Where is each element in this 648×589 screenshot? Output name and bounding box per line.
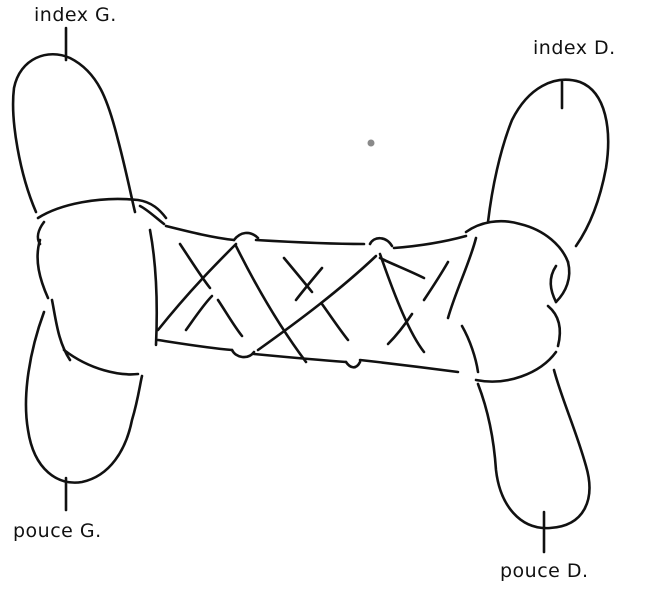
left-thumb [26,312,142,510]
label-thumb-right: pouce D. [500,560,589,582]
label-index-left: index G. [34,4,117,26]
label-thumb-left: pouce G. [13,520,102,542]
label-index-right: index D. [533,37,616,59]
left-hand-palm [38,199,166,374]
left-index-finger [13,28,135,212]
stray-dot [368,140,375,147]
right-thumb [478,370,589,552]
string-crossings [158,244,448,362]
string-bottom-strands [158,340,458,372]
string-top-strands [140,206,466,248]
right-hand-palm [448,221,569,381]
